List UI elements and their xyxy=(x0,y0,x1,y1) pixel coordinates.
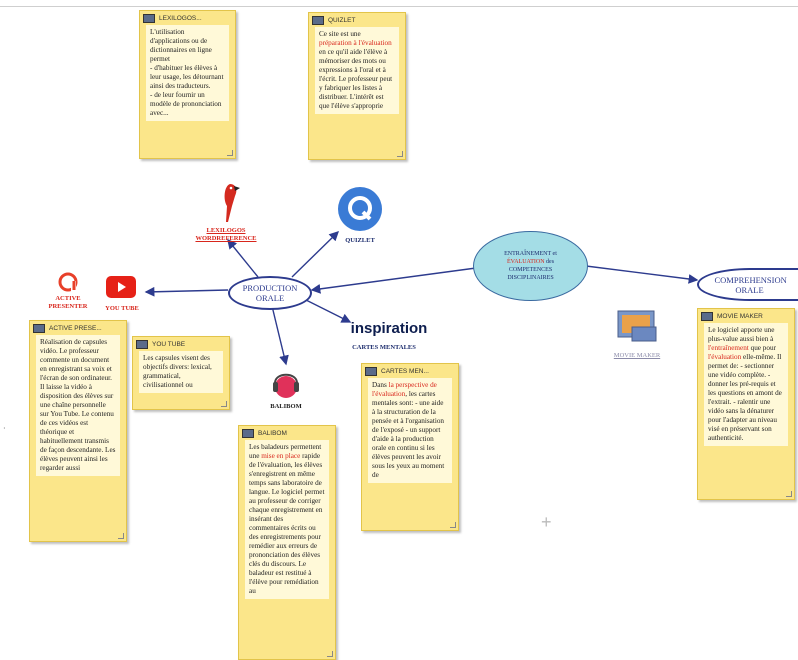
lexilogos-label: LEXILOGOS WORDREFERENCE xyxy=(195,227,257,242)
note-body: Ce site est une préparation à l'évaluati… xyxy=(315,27,399,114)
window-top-border xyxy=(0,6,798,7)
note-text: Dans xyxy=(372,381,389,389)
note-text-red: l'entraînement xyxy=(708,344,749,352)
entrainement-node[interactable]: ENTRAÎNEMENT et ÉVALUATION des COMPETENC… xyxy=(473,231,588,301)
note-header: CARTES MEN... xyxy=(362,364,458,378)
note-header: YOU TUBE xyxy=(133,337,229,351)
note-body: Les baladeurs permettent une mise en pla… xyxy=(245,440,329,599)
note-text: Les capsules visent des objectifs divers… xyxy=(143,354,212,389)
note-header-icon xyxy=(33,323,45,333)
note-header-icon xyxy=(365,366,377,376)
note-header: LEXILOGOS... xyxy=(140,11,235,25)
note-body: L'utilisation d'applications ou de dicti… xyxy=(146,25,229,121)
note-text: que pour xyxy=(748,344,776,352)
note-text: rapide de l'évaluation, les élèves s'enr… xyxy=(249,452,325,595)
note-text-red: l'évaluation xyxy=(708,353,742,361)
arrow-prod-to-balibom xyxy=(271,305,289,366)
resize-grip[interactable] xyxy=(397,151,403,157)
resize-grip[interactable] xyxy=(327,651,333,657)
note-title: CARTES MEN... xyxy=(381,367,429,375)
comprehension-orale-node[interactable]: COMPREHENSION ORALE xyxy=(697,268,798,301)
cartes-mentales-label: CARTES MENTALES xyxy=(352,344,416,351)
note-header-icon xyxy=(242,428,254,438)
note-title: YOU TUBE xyxy=(152,340,186,348)
balibom-label: BALIBOM xyxy=(270,403,302,410)
arrow-ent-to-comp xyxy=(585,265,699,284)
note-body: Réalisation de capsules vidéo. Le profes… xyxy=(36,335,120,476)
note-balibom[interactable]: BALIBOM Les baladeurs permettent une mis… xyxy=(238,425,336,660)
note-text-red: préparation à l'évaluation xyxy=(319,39,392,47)
note-header: MOVIE MAKER xyxy=(698,309,794,323)
arrow-prod-to-youtube xyxy=(144,286,229,297)
note-title: LEXILOGOS... xyxy=(159,14,202,22)
note-body: Le logiciel apporte une plus-value aussi… xyxy=(704,323,788,446)
note-title: ACTIVE PRESE... xyxy=(49,324,102,332)
ent-des: des xyxy=(546,259,555,265)
note-title: MOVIE MAKER xyxy=(717,312,763,320)
note-text: elle-même. Il permet de: - sectionner un… xyxy=(708,353,782,442)
note-movie-maker[interactable]: MOVIE MAKER Le logiciel apporte une plus… xyxy=(697,308,795,500)
note-text: , les cartes mentales sont: - une aide à… xyxy=(372,390,445,479)
note-text: Réalisation de capsules vidéo. Le profes… xyxy=(40,338,116,472)
crosshair-cursor-icon: + xyxy=(541,512,552,532)
note-lexilogos[interactable]: LEXILOGOS... L'utilisation d'application… xyxy=(139,10,236,159)
note-text: en ce qu'il aide l'élève à mémoriser des… xyxy=(319,48,393,110)
note-header-icon xyxy=(136,339,148,349)
note-text: - d'habituer les élèves à leur usage, le… xyxy=(150,64,224,90)
note-text-red: mise en place xyxy=(261,452,301,460)
note-text: Le logiciel apporte une plus-value aussi… xyxy=(708,326,775,343)
canvas-marker: · xyxy=(3,424,6,433)
comprehension-orale-label: COMPREHENSION ORALE xyxy=(714,274,787,295)
active-presenter-label: ACTIVE PRESENTER xyxy=(48,295,88,310)
youtube-icon[interactable] xyxy=(106,276,136,298)
arrow-prod-to-lexilogos xyxy=(227,238,259,278)
note-body: Dans la perspective de l'évaluation, les… xyxy=(368,378,452,483)
note-title: BALIBOM xyxy=(258,429,287,437)
resize-grip[interactable] xyxy=(221,401,227,407)
production-orale-label: PRODUCTION ORALE xyxy=(242,283,298,303)
resize-grip[interactable] xyxy=(786,491,792,497)
note-title: QUIZLET xyxy=(328,16,356,24)
note-text-red: la perspective de l'évaluation xyxy=(372,381,437,398)
note-header: QUIZLET xyxy=(309,13,405,27)
balibom-icon[interactable] xyxy=(271,372,301,400)
note-youtube[interactable]: YOU TUBE Les capsules visent des objecti… xyxy=(132,336,230,410)
note-text: Les baladeurs permettent une xyxy=(249,443,322,460)
ent-disciplinaires: DISCIPLINAIRES xyxy=(507,275,554,281)
ent-line1: ENTRAÎNEMENT et xyxy=(504,251,557,257)
ent-competences: COMPETENCES xyxy=(508,267,553,273)
note-text: Ce site est une xyxy=(319,30,361,38)
note-text: L'utilisation d'applications ou de dicti… xyxy=(150,28,212,63)
note-header: BALIBOM xyxy=(239,426,335,440)
youtube-label: YOU TUBE xyxy=(105,305,139,312)
note-active-presenter[interactable]: ACTIVE PRESE... Réalisation de capsules … xyxy=(29,320,127,542)
ent-evaluation: ÉVALUATION xyxy=(506,259,545,265)
inspiration-logo[interactable]: inspiration xyxy=(350,320,428,337)
note-header-icon xyxy=(312,15,324,25)
arrow-prod-to-inspiration xyxy=(305,299,352,323)
parrot-icon[interactable] xyxy=(218,182,242,224)
quizlet-label: QUIZLET xyxy=(345,237,375,244)
arrow-ent-to-prod xyxy=(310,267,477,294)
note-header-icon xyxy=(143,13,155,23)
note-text: - de leur fournir un modèle de prononcia… xyxy=(150,91,222,117)
movie-maker-label: MOVIE MAKER xyxy=(613,352,661,359)
resize-grip[interactable] xyxy=(227,150,233,156)
arrow-prod-to-quizlet xyxy=(291,231,340,278)
resize-grip[interactable] xyxy=(450,522,456,528)
note-body: Les capsules visent des objectifs divers… xyxy=(139,351,223,393)
note-header-icon xyxy=(701,311,713,321)
movie-maker-icon[interactable] xyxy=(612,307,662,345)
note-quizlet[interactable]: QUIZLET Ce site est une préparation à l'… xyxy=(308,12,406,160)
quizlet-q-icon[interactable] xyxy=(337,186,383,232)
production-orale-node[interactable]: PRODUCTION ORALE xyxy=(228,276,312,310)
active-presenter-icon[interactable] xyxy=(57,271,79,293)
note-cartes-mentales[interactable]: CARTES MEN... Dans la perspective de l'é… xyxy=(361,363,459,531)
note-header: ACTIVE PRESE... xyxy=(30,321,126,335)
resize-grip[interactable] xyxy=(118,533,124,539)
